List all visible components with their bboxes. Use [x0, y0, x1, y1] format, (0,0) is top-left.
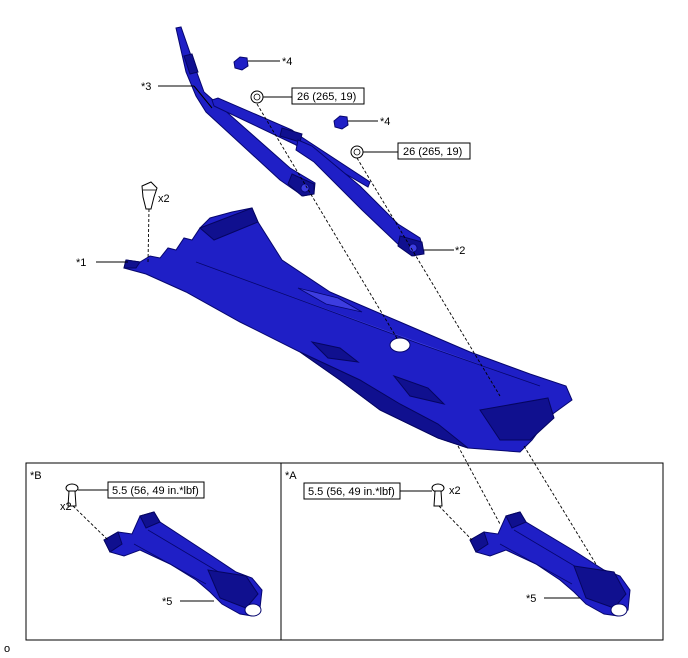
panel-label-b: *B — [30, 470, 42, 482]
wiper-arm-head-cap-upper — [233, 56, 249, 71]
bolt-b — [65, 483, 79, 507]
callouts-panel-b: 5.5 (56, 49 in.*lbf) x2 *5 — [60, 481, 214, 608]
torque-bolt-b: 5.5 (56, 49 in.*lbf) — [112, 485, 199, 497]
front-wiper-arm-rh — [295, 139, 425, 257]
label-wiper-arm-rh: *2 — [455, 245, 465, 257]
torque-box-bolt-b — [107, 481, 205, 499]
inset-panels: *B *A — [25, 462, 664, 641]
figure-id: o — [4, 643, 10, 655]
torque-bolt-a: 5.5 (56, 49 in.*lbf) — [308, 486, 395, 498]
qty-bolt-b: x2 — [60, 501, 72, 513]
torque-nut-lower: 26 (265, 19) — [403, 146, 462, 158]
label-cowl-top: *1 — [76, 257, 86, 269]
wiper-arm-head-cap-lower — [333, 115, 349, 130]
callouts-top: *3 *4 *4 26 (265, 19) 26 (265, 19) x2 *1… — [76, 56, 471, 269]
torque-nut-upper: 26 (265, 19) — [297, 91, 356, 103]
callouts-panel-a: 5.5 (56, 49 in.*lbf) x2 *5 — [303, 482, 580, 605]
qty-clip: x2 — [158, 193, 170, 205]
bolt-a — [431, 483, 445, 507]
label-motor-link-b: *5 — [162, 596, 172, 608]
front-wiper-arm-lh — [175, 26, 316, 197]
label-cap-upper: *4 — [282, 56, 292, 68]
cowl-clip — [141, 181, 158, 210]
wiper-arm-nut-upper — [250, 90, 264, 104]
label-motor-link-a: *5 — [526, 593, 536, 605]
cowl-top-ventilator-louver — [123, 207, 573, 453]
wiper-motor-link-b — [103, 511, 263, 617]
installation-lines-top — [147, 103, 603, 575]
label-cap-lower: *4 — [380, 116, 390, 128]
wiper-arm-nut-lower — [350, 145, 364, 159]
panel-label-a: *A — [285, 470, 297, 482]
torque-box-nut-lower — [397, 142, 471, 160]
torque-box-bolt-a — [303, 482, 401, 500]
label-wiper-arm-lh: *3 — [141, 81, 151, 93]
qty-bolt-a: x2 — [449, 485, 461, 497]
torque-box-nut-upper — [291, 87, 365, 105]
wiper-motor-link-a — [469, 511, 631, 617]
